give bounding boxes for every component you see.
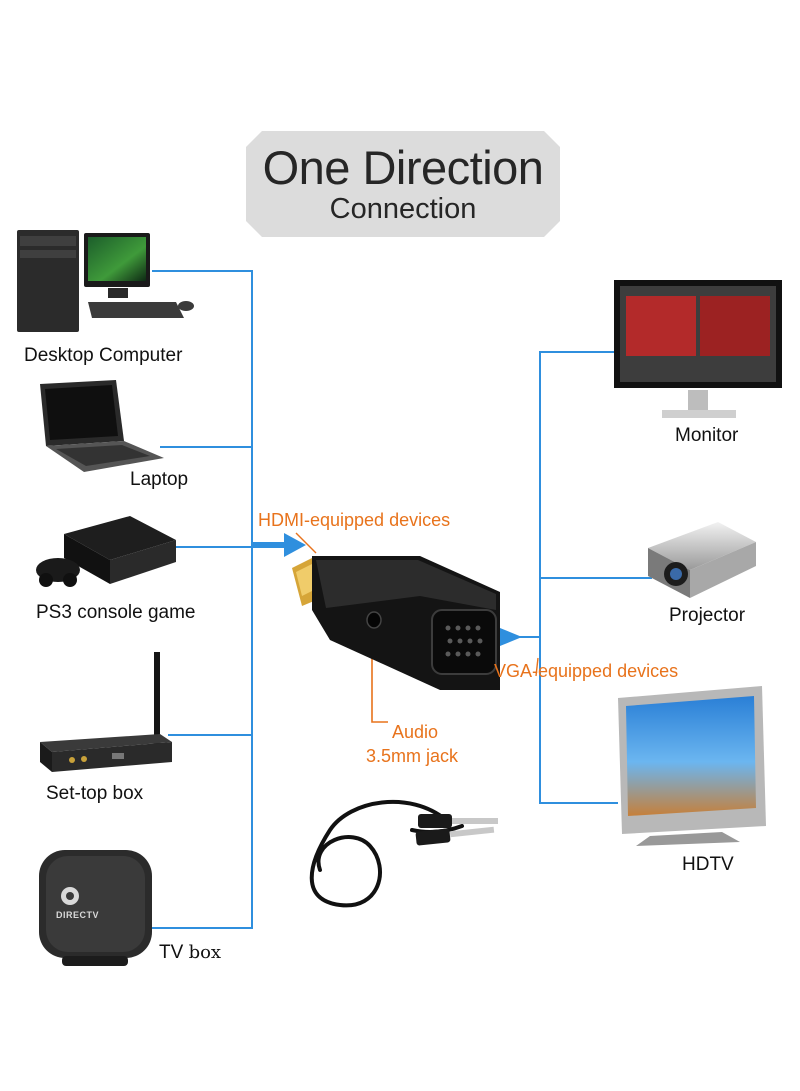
- audio-plug-image: [415, 814, 498, 846]
- hdmi-vga-adapter-image: [292, 556, 500, 690]
- hdmi-arrow: [252, 533, 306, 557]
- hdmi-devices-annotation: HDMI-equipped devices: [258, 510, 451, 530]
- title-banner: [246, 131, 560, 237]
- tv-box-label: TV box: [159, 942, 221, 964]
- set-top-box-image: [40, 652, 172, 772]
- tv-box-label-small: box: [188, 942, 222, 963]
- set-top-box-label: Set-top box: [46, 783, 144, 804]
- ps3-console-label: PS3 console game: [36, 602, 196, 623]
- laptop-label: Laptop: [130, 469, 189, 490]
- desktop-computer-label: Desktop Computer: [24, 345, 183, 366]
- vga-devices-annotation: VGA-equipped devices: [494, 661, 679, 681]
- projector-label: Projector: [669, 605, 746, 626]
- title-main: One Direction: [262, 141, 544, 194]
- projector-image: [648, 522, 756, 598]
- hdtv-image: [618, 686, 766, 846]
- laptop-image: [40, 380, 164, 472]
- input-connector-lines: [150, 270, 253, 929]
- tv-box-label-main: TV: [159, 942, 184, 963]
- audio-annotation-line2: 3.5mm jack: [366, 746, 459, 766]
- vga-arrow: [500, 628, 522, 646]
- title-subtitle: Connection: [329, 193, 477, 225]
- desktop-computer-image: [17, 230, 194, 332]
- monitor-image: [614, 280, 782, 418]
- tv-box-image: [39, 850, 152, 966]
- monitor-label: Monitor: [675, 425, 739, 446]
- hdtv-label: HDTV: [682, 854, 734, 875]
- ps3-console-image: [36, 516, 176, 587]
- audio-annotation-line1: Audio: [392, 722, 439, 742]
- tv-box-brand-text: DIRECTV: [56, 910, 100, 920]
